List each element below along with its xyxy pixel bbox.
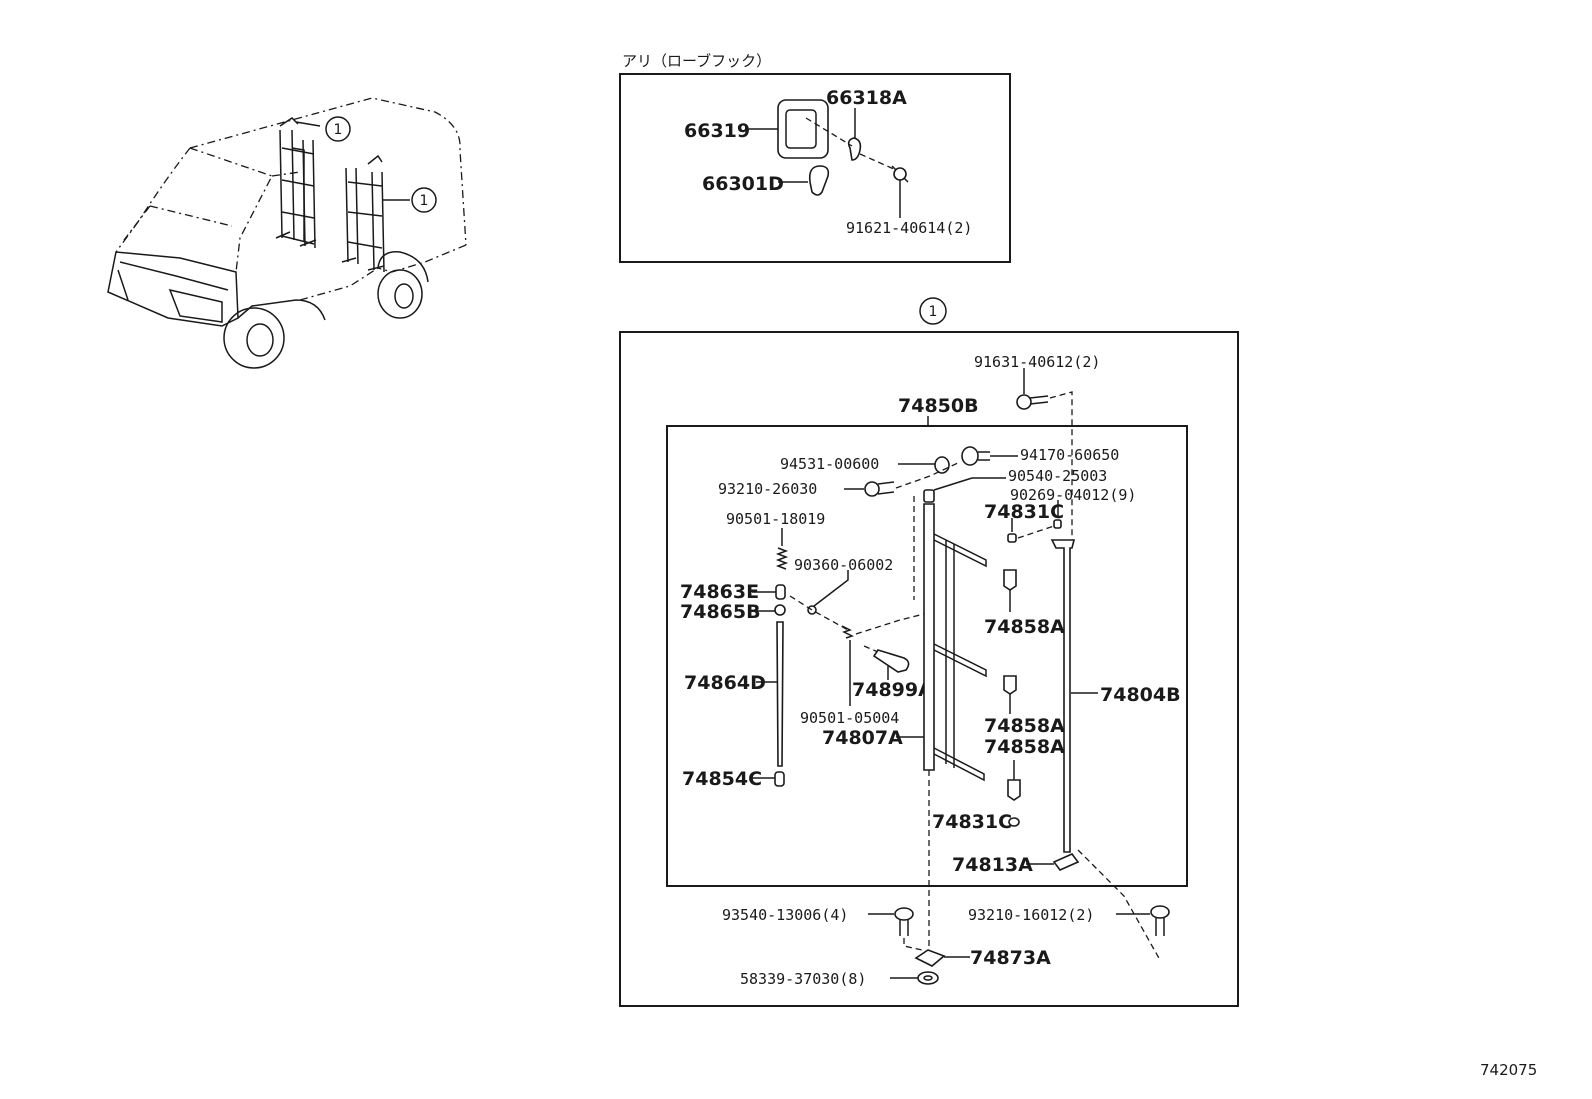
label-74899A: 74899A bbox=[852, 679, 933, 701]
part-74854C bbox=[774, 771, 785, 787]
rope-hook-panel: アリ（ローブフック） 66319 66318A 66301D 91621-406… bbox=[619, 52, 1011, 263]
ladder-panel-callout: 1 bbox=[919, 297, 947, 325]
van-illustration: 1 1 bbox=[107, 97, 467, 369]
part-90269-rivet bbox=[1053, 519, 1062, 529]
part-66318A-clip bbox=[847, 137, 862, 161]
part-74873A-bracket bbox=[914, 949, 946, 967]
label-90360: 90360-06002 bbox=[794, 556, 893, 574]
part-90501-18019-spring bbox=[775, 547, 789, 570]
label-74831C-bottom: 74831C bbox=[932, 811, 1012, 833]
label-90269: 90269-04012(9) bbox=[1010, 486, 1136, 504]
label-74865B: 74865B bbox=[680, 601, 761, 623]
part-93210-26030-bolt bbox=[864, 481, 895, 497]
part-90540-cap bbox=[923, 489, 935, 503]
label-94531: 94531-00600 bbox=[780, 455, 879, 473]
part-94170-nut bbox=[961, 446, 990, 466]
part-94531-washer bbox=[934, 456, 950, 474]
ladder-panel: 1 91631-40612(2) 74850B 94531-00600 9417… bbox=[619, 297, 1239, 1007]
label-90501-18019: 90501-18019 bbox=[726, 510, 825, 528]
label-74854C: 74854C bbox=[682, 768, 762, 790]
label-93210-26030: 93210-26030 bbox=[718, 480, 817, 498]
figure-number: 742075 bbox=[1480, 1061, 1537, 1079]
part-74863E bbox=[775, 584, 786, 600]
part-74864D-rod bbox=[776, 621, 784, 767]
svg-text:1: 1 bbox=[420, 193, 429, 209]
label-74858A-1: 74858A bbox=[984, 616, 1065, 638]
part-58339-grommet bbox=[917, 971, 939, 985]
part-91631-bolt bbox=[1016, 394, 1049, 410]
rope-hook-caption: アリ（ローブフック） bbox=[622, 52, 771, 70]
part-90501-05004-spring bbox=[841, 625, 854, 639]
label-74858A-3: 74858A bbox=[984, 736, 1065, 758]
label-93210-16012: 93210-16012(2) bbox=[968, 906, 1094, 924]
label-74831C-top: 74831C bbox=[984, 501, 1064, 523]
label-74850B: 74850B bbox=[898, 395, 979, 417]
ladder-inner-frame bbox=[666, 425, 1188, 887]
part-90360-ball bbox=[807, 605, 817, 615]
part-74858A-hook-1 bbox=[1003, 569, 1017, 591]
part-93210-16012-bolt bbox=[1150, 905, 1170, 936]
label-90540: 90540-25003 bbox=[1008, 467, 1107, 485]
rope-hook-frame bbox=[619, 73, 1011, 263]
ladder-illustration-1 bbox=[275, 117, 321, 249]
label-74858A-2: 74858A bbox=[984, 715, 1065, 737]
ladder-illustration-2 bbox=[341, 154, 410, 273]
svg-text:1: 1 bbox=[334, 122, 343, 138]
part-74899A-handle bbox=[872, 649, 910, 673]
label-66319: 66319 bbox=[684, 120, 750, 142]
part-74858A-hook-3 bbox=[1007, 779, 1021, 801]
label-91631: 91631-40612(2) bbox=[974, 353, 1100, 371]
part-74813A-plate bbox=[1052, 853, 1080, 871]
label-74804B: 74804B bbox=[1100, 684, 1181, 706]
part-66301D-hook bbox=[808, 165, 830, 196]
van-callout-1a: 1 bbox=[325, 116, 351, 142]
label-66301D: 66301D bbox=[702, 173, 784, 195]
part-93540-bolt bbox=[894, 907, 914, 936]
label-90501-05004: 90501-05004 bbox=[800, 709, 899, 727]
van-callout-1b: 1 bbox=[411, 187, 437, 213]
label-58339: 58339-37030(8) bbox=[740, 970, 866, 988]
part-74865B bbox=[774, 604, 786, 616]
label-93540: 93540-13006(4) bbox=[722, 906, 848, 924]
svg-text:1: 1 bbox=[929, 304, 938, 320]
label-74873A: 74873A bbox=[970, 947, 1051, 969]
part-74831C-top bbox=[1007, 533, 1017, 543]
label-74807A: 74807A bbox=[822, 727, 903, 749]
label-74813A: 74813A bbox=[952, 854, 1033, 876]
part-66319-bracket bbox=[777, 99, 829, 159]
label-91621: 91621-40614(2) bbox=[846, 219, 972, 237]
label-94170: 94170-60650 bbox=[1020, 446, 1119, 464]
part-91621-screw bbox=[891, 165, 909, 183]
part-74831C-bottom bbox=[1008, 817, 1020, 827]
part-74804B-rail bbox=[1050, 539, 1076, 853]
label-74864D: 74864D bbox=[684, 672, 766, 694]
ladder-outer-frame bbox=[619, 331, 1239, 1007]
label-74863E: 74863E bbox=[680, 581, 759, 603]
part-74858A-hook-2 bbox=[1003, 675, 1017, 695]
part-74807A-ladder bbox=[923, 503, 987, 782]
label-66318A: 66318A bbox=[826, 87, 907, 109]
